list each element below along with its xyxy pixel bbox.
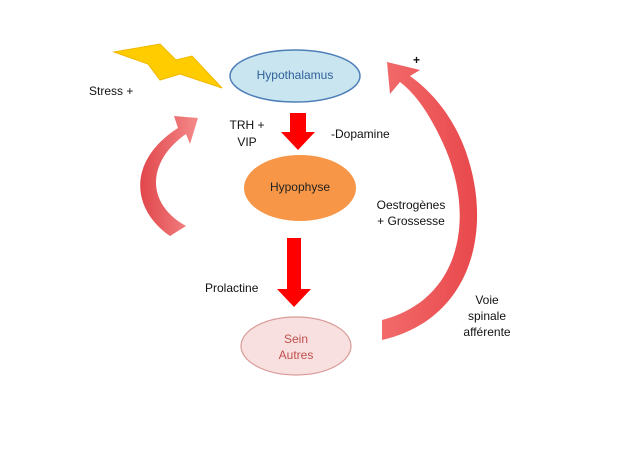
voie-label-line1: Voie (475, 293, 499, 307)
voie-label-line3: afférente (463, 325, 511, 339)
prolactine-label: Prolactine (205, 281, 259, 295)
plus-label: + (413, 53, 421, 67)
trh-label-line2: VIP (237, 135, 257, 149)
hypophyse-label: Hypophyse (269, 180, 331, 194)
sein-label-line2: Autres (278, 348, 314, 362)
hypophyse-node (244, 155, 356, 221)
arrow-hypothalamus-hypophyse (281, 113, 315, 150)
sein-node (240, 316, 352, 376)
right-feedback-arrow (382, 62, 478, 340)
stress-label: Stress + (89, 84, 134, 98)
voie-label-line2: spinale (467, 309, 507, 323)
arrow-hypophyse-sein (277, 238, 311, 307)
oestrogenes-label-line2: + Grossesse (377, 214, 445, 228)
hypothalamus-node (229, 49, 361, 103)
sein-label-line1: Sein (283, 332, 309, 346)
oestrogenes-label-line1: Oestrogènes (376, 198, 446, 212)
lightning-bolt-icon (112, 43, 223, 89)
hypothalamus-label: Hypothalamus (256, 68, 334, 82)
dopamine-label: -Dopamine (331, 127, 390, 141)
left-feedback-arrow (140, 116, 198, 236)
trh-label-line1: TRH + (229, 118, 265, 132)
